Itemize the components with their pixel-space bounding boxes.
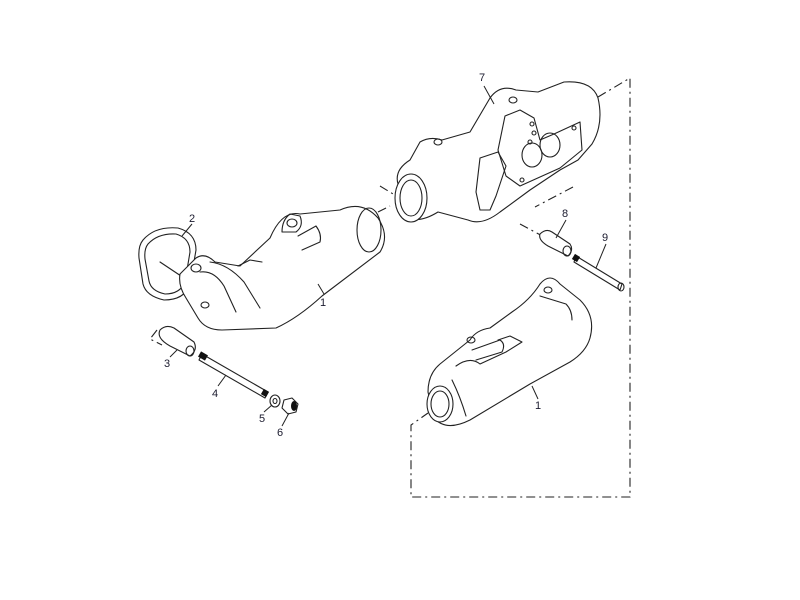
leader-lines bbox=[169, 85, 607, 427]
callout-7: 7 bbox=[479, 72, 486, 84]
callout-4: 4 bbox=[212, 388, 219, 400]
manifold-section-left-part-1 bbox=[179, 205, 386, 331]
stud-part-4 bbox=[198, 351, 270, 399]
callout-8: 8 bbox=[562, 208, 569, 220]
callout-1-right: 1 bbox=[535, 400, 542, 412]
spacer-part-8 bbox=[539, 229, 573, 257]
callout-2: 2 bbox=[189, 213, 196, 225]
callout-6: 6 bbox=[277, 427, 284, 439]
callout-5: 5 bbox=[259, 413, 266, 425]
gasket-part-2 bbox=[138, 227, 197, 301]
manifold-center-part-7 bbox=[394, 81, 601, 223]
callout-9: 9 bbox=[602, 232, 609, 244]
callout-3: 3 bbox=[164, 358, 171, 370]
stud-part-9 bbox=[571, 253, 625, 292]
manifold-section-right-part-1 bbox=[426, 277, 593, 427]
callout-1-left: 1 bbox=[320, 297, 327, 309]
nut-part-6 bbox=[281, 397, 299, 415]
washer-part-5 bbox=[269, 394, 281, 408]
spacer-part-3 bbox=[158, 325, 196, 357]
